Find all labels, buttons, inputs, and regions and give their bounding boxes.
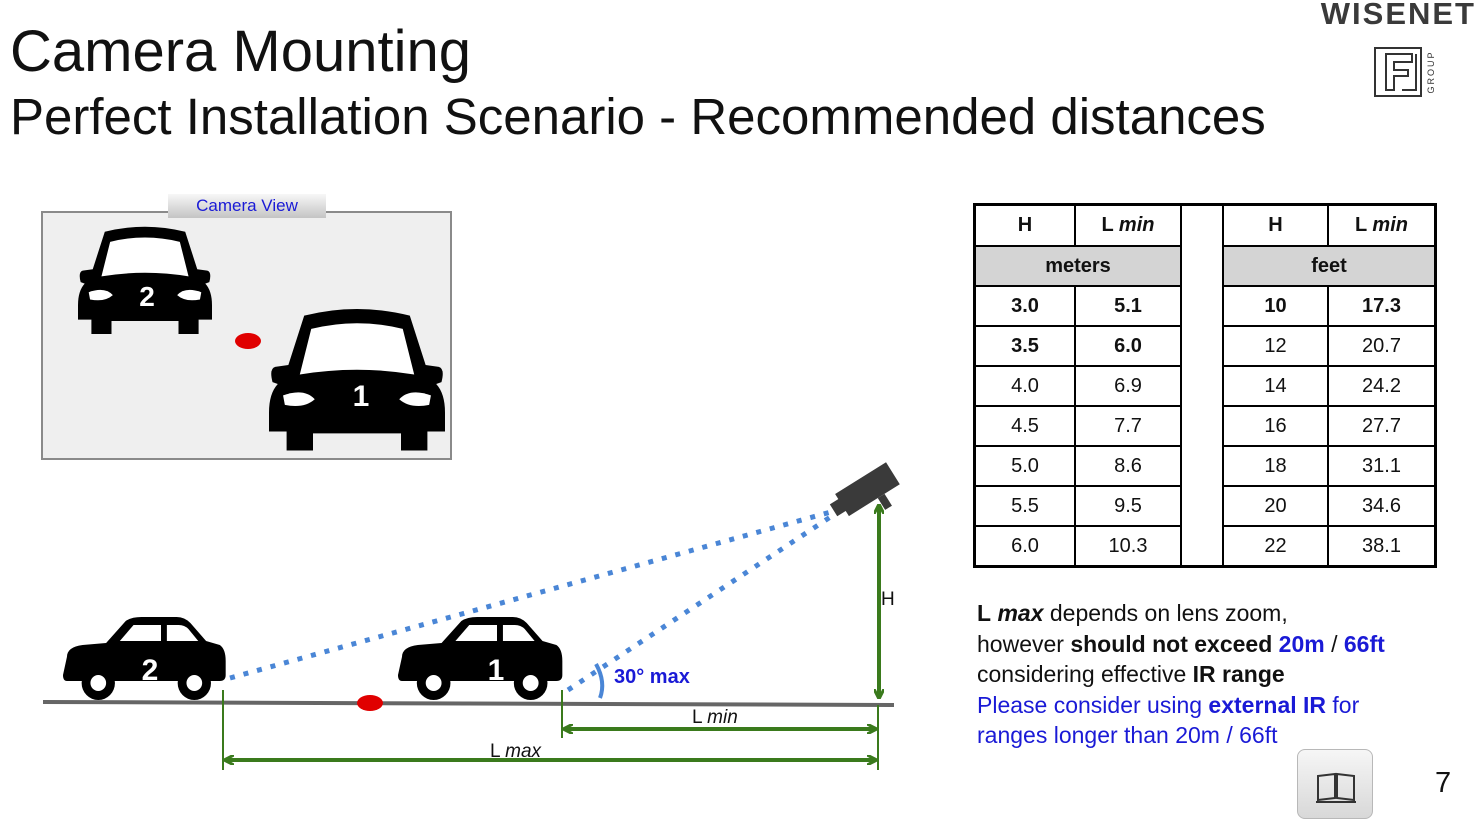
angle-arc xyxy=(594,663,605,699)
th-h-meters: H xyxy=(973,203,1076,247)
brand-logo: WISENET xyxy=(1320,0,1476,31)
page-title: Camera Mounting xyxy=(10,19,471,84)
road-red-dot xyxy=(357,695,383,711)
camera-view-label: Camera View xyxy=(168,194,326,218)
lmin-label: L min xyxy=(692,707,738,728)
camview-car-1-number: 1 xyxy=(353,380,370,413)
angle-label: 30° max xyxy=(614,666,690,688)
th-lmin-feet: L min xyxy=(1327,203,1437,247)
side-car-2-number: 2 xyxy=(142,654,159,687)
unit-feet: feet xyxy=(1222,245,1437,287)
side-car-1-number: 1 xyxy=(488,654,505,687)
lmax-label: L max xyxy=(490,741,543,762)
page-subtitle: Perfect Installation Scenario - Recommen… xyxy=(10,88,1266,145)
camera-icon xyxy=(829,462,900,517)
camview-red-dot xyxy=(235,333,261,349)
fov-line-near xyxy=(566,509,840,693)
book-icon xyxy=(1316,772,1356,803)
th-h-feet: H xyxy=(1222,203,1329,247)
height-label: H xyxy=(881,589,895,610)
group-logo-text: GROUP xyxy=(1426,50,1436,93)
camview-car-2-number: 2 xyxy=(139,281,155,312)
lmax-note: L max depends on lens zoom, however shou… xyxy=(977,600,1385,748)
book-button[interactable] xyxy=(1297,749,1373,819)
unit-meters: meters xyxy=(973,245,1182,287)
page-number: 7 xyxy=(1435,767,1452,799)
group-logo-icon: GROUP xyxy=(1374,47,1436,97)
side-car-1 xyxy=(398,617,563,700)
th-lmin-meters: L min xyxy=(1074,203,1182,247)
road-line xyxy=(42,700,895,707)
